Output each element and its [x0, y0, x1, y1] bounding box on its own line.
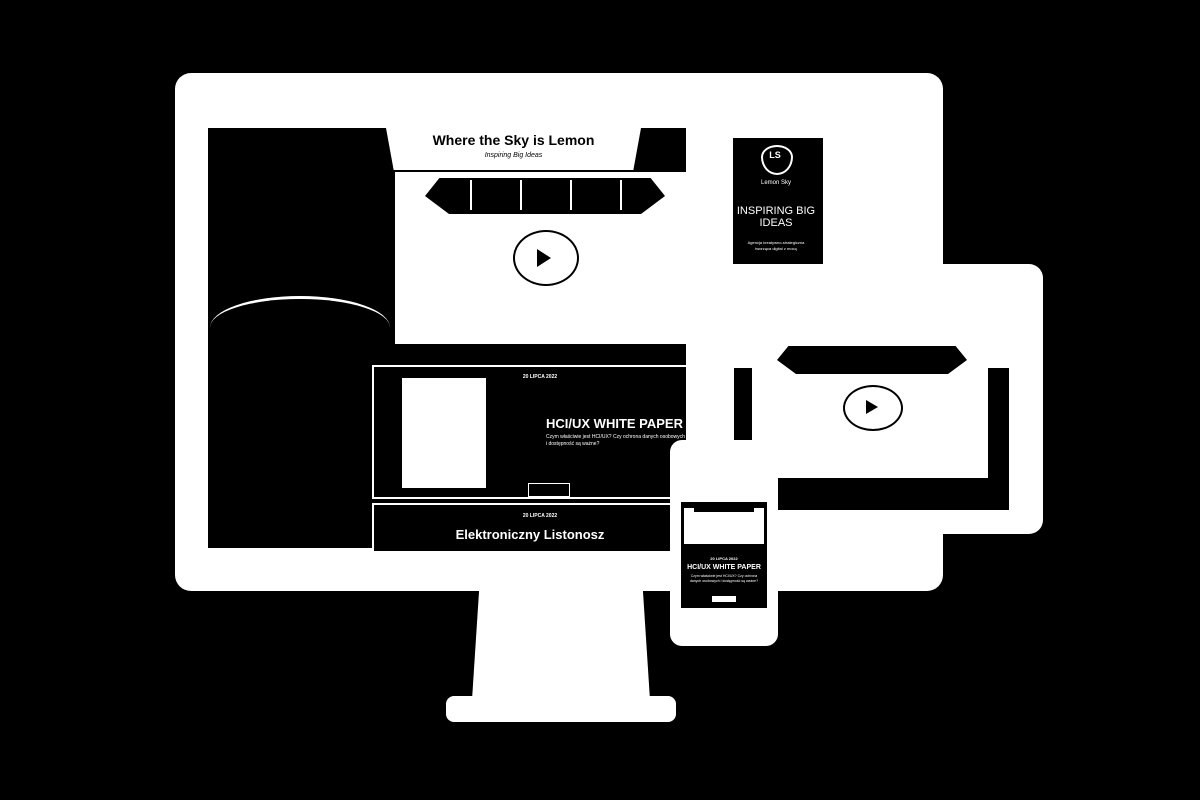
ceiling-lamp-graphic — [777, 346, 967, 374]
hero-subtitle: Inspiring Big Ideas — [484, 152, 543, 159]
lemon-sky-logo-icon — [761, 145, 793, 175]
phone-article-title[interactable]: HCI/UX WHITE PAPER — [687, 564, 761, 571]
lamp-divider — [620, 180, 622, 210]
article-card-title[interactable]: Elektroniczny Listonosz — [455, 527, 605, 542]
brochure-brand: Lemon Sky — [760, 180, 791, 186]
lemon-sky-logo-icon — [513, 230, 579, 286]
monitor-stand-foot — [446, 696, 676, 722]
article-card-text: Czym właściwie jest HCI/UX? Czy ochrona … — [546, 434, 685, 447]
article-card-image — [402, 378, 486, 488]
ceiling-lamp-graphic — [425, 178, 665, 214]
article-card-button[interactable] — [528, 483, 570, 497]
lamp-divider — [520, 180, 522, 210]
article-card-date: 20 LIPCA 2022 — [522, 513, 558, 519]
ceiling-lamp-graphic — [694, 502, 754, 512]
lamp-divider — [570, 180, 572, 210]
hero-title: Where the Sky is Lemon — [432, 132, 595, 148]
article-card-title[interactable]: HCI/UX WHITE PAPER — [546, 416, 683, 431]
play-icon[interactable] — [866, 400, 878, 414]
article-card[interactable] — [372, 503, 692, 551]
article-card-date: 20 LIPCA 2022 — [522, 374, 558, 380]
phone-hero-video[interactable] — [684, 508, 764, 544]
phone-article-button[interactable] — [712, 596, 736, 602]
brochure-title: INSPIRING BIG IDEAS — [736, 205, 816, 229]
decorative-wave — [210, 296, 390, 359]
hero-banner — [386, 128, 641, 170]
brochure-text: Agencja kreatywno-strategiczna tworząca … — [747, 240, 805, 251]
phone-article-date: 20 LIPCA 2022 — [710, 556, 738, 561]
brochure-logo-text: LS — [769, 150, 781, 160]
lemon-sky-logo-icon — [843, 385, 903, 431]
phone-article-text: Czym właściwie jest HCI/UX? Czy ochrona … — [689, 574, 759, 583]
monitor-stand-neck — [472, 590, 650, 700]
lamp-divider — [470, 180, 472, 210]
play-icon[interactable] — [537, 249, 551, 267]
